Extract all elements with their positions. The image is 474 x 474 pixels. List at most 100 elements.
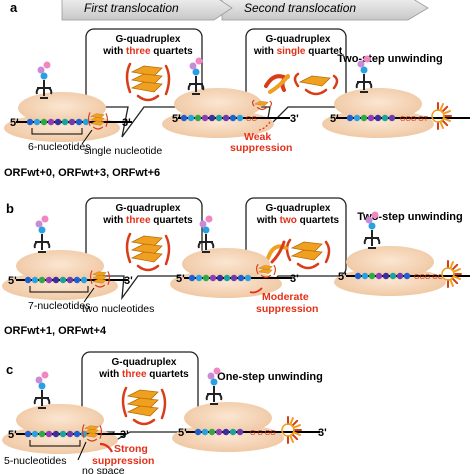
nucleotide-bead bbox=[215, 114, 223, 122]
strand-ray bbox=[449, 278, 454, 288]
g-quadruplex-loop bbox=[121, 386, 167, 426]
spacer-bracket bbox=[29, 286, 89, 293]
suppression-a-l1: Weak bbox=[244, 131, 271, 143]
g-quadruplex-loop bbox=[81, 424, 103, 442]
nucleotide-row bbox=[180, 114, 244, 122]
nucleotide-bead bbox=[244, 274, 252, 282]
spacer-label-a: 6-nucleotides bbox=[28, 141, 90, 153]
strand-seq-c2: G G GG bbox=[250, 430, 276, 437]
five-prime-label: 5' bbox=[178, 427, 187, 439]
g-quadruplex-stack bbox=[285, 238, 331, 270]
amino-acid-bead bbox=[360, 66, 368, 74]
nucleotide-bead bbox=[187, 114, 195, 122]
amino-acid-bead bbox=[38, 382, 46, 390]
strand-ray bbox=[442, 110, 452, 115]
first-translocation-label: First translocation bbox=[84, 1, 179, 15]
g-quadruplex-icon bbox=[81, 424, 103, 442]
nucleotide-bead bbox=[66, 430, 74, 438]
header-first-translocation bbox=[221, 0, 429, 21]
nucleotide-bead bbox=[202, 274, 210, 282]
five-prime-label: 5' bbox=[8, 429, 17, 441]
strand-ray bbox=[451, 277, 459, 285]
panel-letter-c: c bbox=[6, 362, 13, 377]
nucleotide-bead bbox=[222, 428, 230, 436]
nucleotide-bead bbox=[388, 114, 396, 122]
strand-seq-a3: GGG GT bbox=[400, 116, 429, 123]
bubble-a2-line1: G-quadruplex bbox=[265, 34, 330, 45]
g-quadruplex-stack bbox=[81, 424, 103, 442]
unwound-strand-icon bbox=[264, 74, 290, 94]
nucleotide-bead bbox=[75, 118, 83, 126]
nucleotide-bead bbox=[229, 428, 237, 436]
g-quartet bbox=[90, 120, 105, 126]
nucleotide-row bbox=[188, 274, 252, 282]
nucleotide-bead bbox=[26, 118, 34, 126]
amino-acid-bead bbox=[43, 61, 51, 69]
amino-acid-bead bbox=[199, 220, 207, 228]
trna-body bbox=[35, 80, 53, 99]
bubble-a2-line2: with single quartet bbox=[253, 46, 343, 57]
strand-ray bbox=[451, 263, 459, 271]
gap-pointer bbox=[77, 441, 87, 461]
spacer-bracket bbox=[31, 128, 83, 135]
nucleotide-bead bbox=[45, 430, 53, 438]
strand-ray bbox=[449, 260, 454, 270]
trna-body bbox=[33, 234, 51, 253]
nucleotide-bead bbox=[47, 118, 55, 126]
bubble-c1-line1: G-quadruplex bbox=[111, 357, 176, 368]
nucleotide-bead bbox=[59, 430, 67, 438]
strand-ray bbox=[291, 433, 299, 441]
three-prime-label: 3' bbox=[124, 275, 133, 287]
gap-label-a: single nucleotide bbox=[84, 145, 162, 157]
nucleotide-bead bbox=[59, 276, 67, 284]
five-prime-label: 5' bbox=[10, 117, 19, 129]
nucleotide-bead bbox=[346, 114, 354, 122]
g-quartet bbox=[290, 249, 323, 261]
suppression-c-l1: Strong bbox=[114, 443, 148, 455]
panel-letter-a: a bbox=[10, 0, 18, 15]
nucleotide-bead bbox=[180, 114, 188, 122]
strand-core bbox=[281, 423, 295, 437]
nucleotide-bead bbox=[201, 114, 209, 122]
panel-c: c G-quadruplex with three quartets One-s… bbox=[2, 351, 327, 474]
trna-icon bbox=[355, 55, 373, 93]
amino-acid-bead bbox=[363, 55, 371, 63]
strand-ray bbox=[289, 416, 294, 426]
trna-icon bbox=[205, 367, 223, 405]
nucleotide-bead bbox=[209, 274, 217, 282]
g-quadruplex-stack bbox=[125, 62, 171, 102]
amino-acid-bead bbox=[195, 57, 203, 65]
trna-icon bbox=[35, 61, 53, 99]
panel-b: b G-quadruplex with three quartets G-qua… bbox=[2, 197, 470, 337]
nucleotide-bead bbox=[61, 118, 69, 126]
unwound-strand-icon bbox=[266, 240, 288, 264]
trna-icon bbox=[187, 57, 205, 95]
nucleotide-bead bbox=[236, 114, 244, 122]
nucleotide-bead bbox=[82, 118, 90, 126]
strand-ray bbox=[441, 105, 449, 113]
suppression-arrow bbox=[99, 442, 113, 453]
panel-a-bubble-three-quartets: G-quadruplex with three quartets bbox=[85, 28, 203, 138]
amino-acid-bead bbox=[41, 371, 49, 379]
strand-ray bbox=[442, 117, 452, 122]
nucleotide-bead bbox=[223, 274, 231, 282]
five-prime-label: 5' bbox=[172, 113, 181, 125]
nucleotide-bead bbox=[38, 430, 46, 438]
trna-icon bbox=[363, 211, 381, 249]
nucleotide-bead bbox=[52, 276, 60, 284]
amino-acid-bead bbox=[40, 72, 48, 80]
bubble-b1-line2: with three quartets bbox=[102, 215, 193, 226]
gap-pointer bbox=[81, 129, 93, 145]
nucleotide-bead bbox=[368, 272, 376, 280]
unfolded-g-quadruplex-icon bbox=[431, 102, 452, 130]
nucleotide-bead bbox=[66, 276, 74, 284]
amino-acid-bead bbox=[357, 60, 365, 68]
suppression-arrow bbox=[257, 121, 271, 131]
nucleotide-bead bbox=[215, 428, 223, 436]
nucleotide-bead bbox=[33, 118, 41, 126]
gap-label-b: two nucleotides bbox=[82, 303, 154, 315]
gap-pointer bbox=[83, 287, 95, 303]
panel-a: G-quadruplex with three quartets G-quadr… bbox=[4, 28, 470, 179]
orf-label-b: ORFwt+1, ORFwt+4 bbox=[4, 325, 107, 337]
nucleotide-bead bbox=[73, 430, 81, 438]
